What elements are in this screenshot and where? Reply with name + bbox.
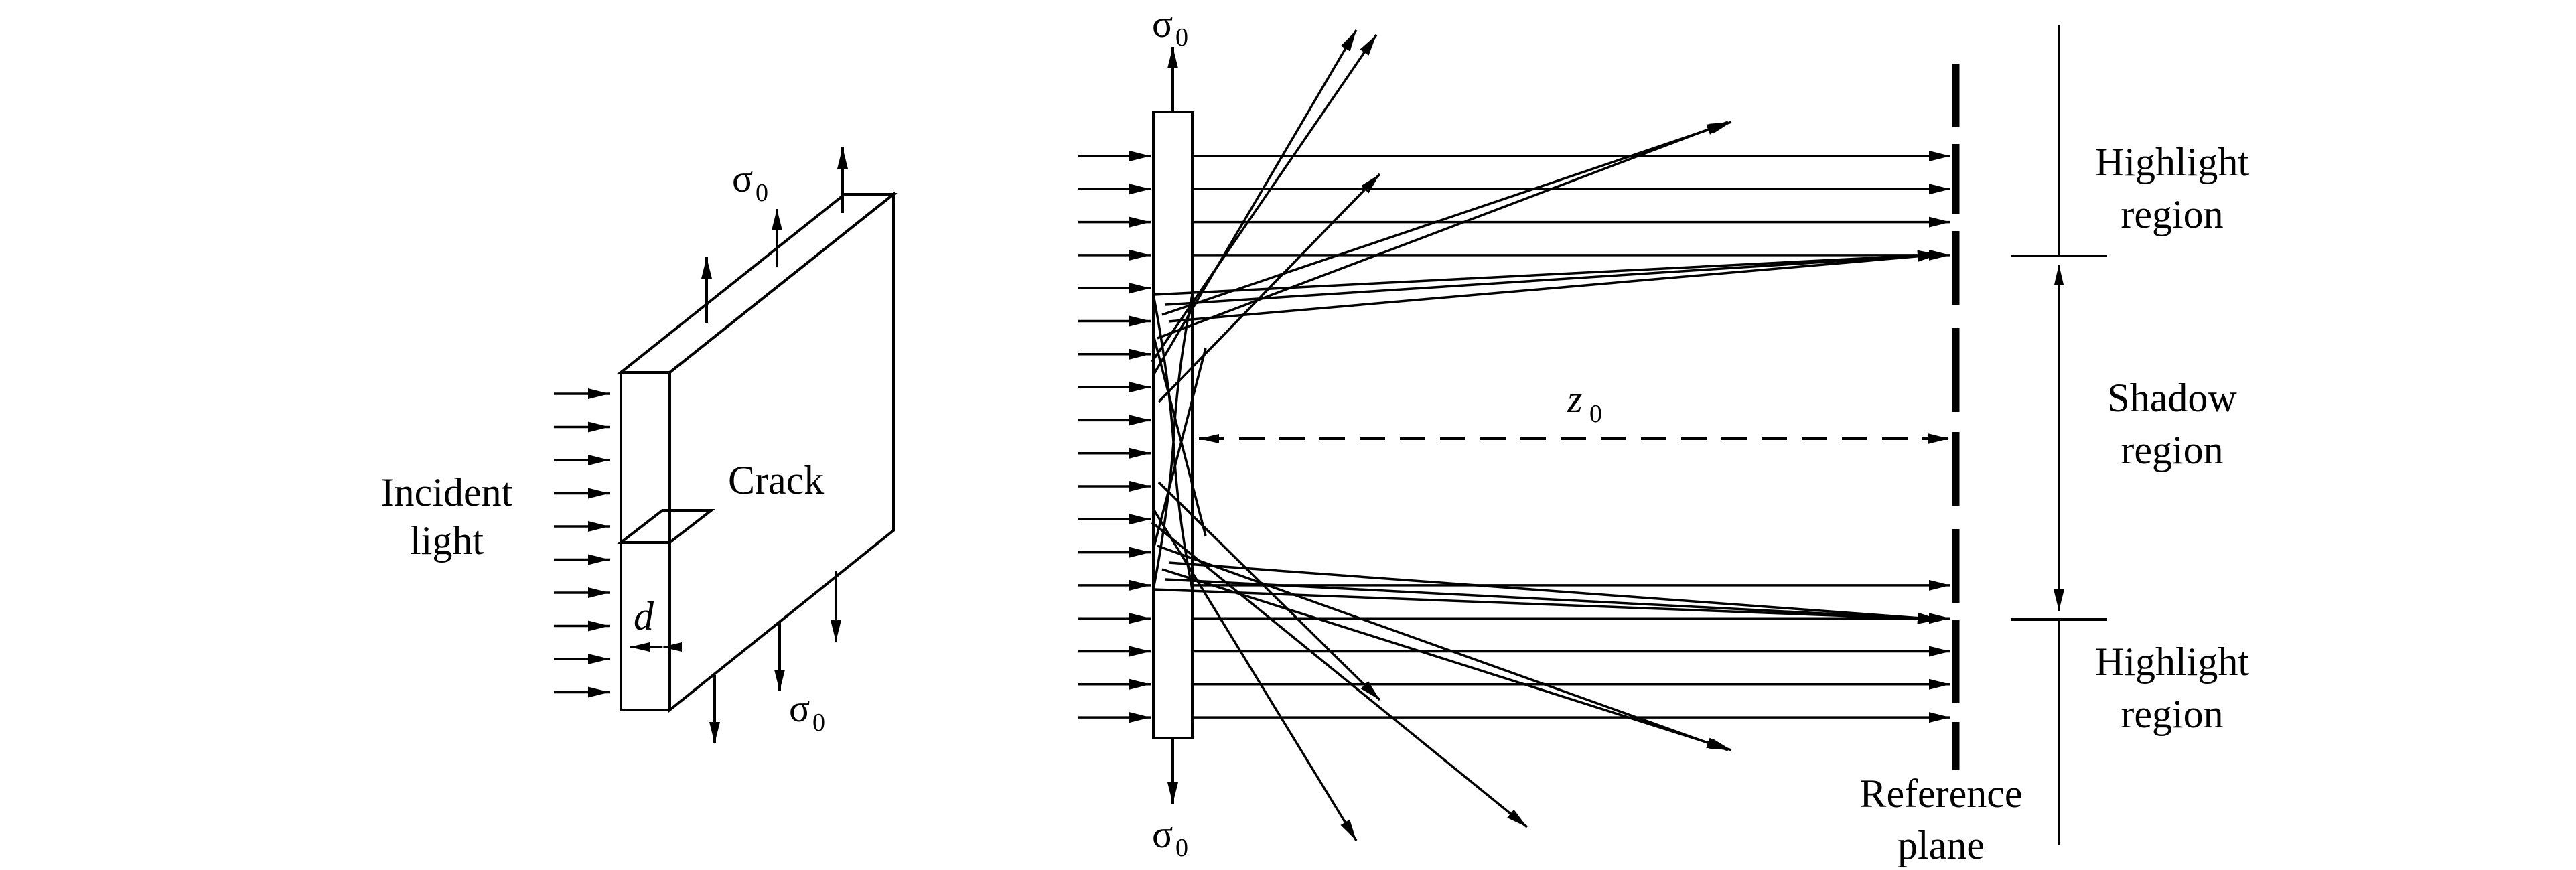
- deflected-ray: [1153, 588, 1940, 624]
- deflected-ray: [1157, 121, 1729, 340]
- distance-symbol: z: [1567, 377, 1583, 421]
- crack-label: Crack: [728, 458, 824, 502]
- caustic-ray-figure: z 0 Highlight region Shadow region Highl…: [1078, 2, 2249, 867]
- deflected-ray: [1151, 34, 1378, 362]
- deflected-ray: [1157, 481, 1381, 701]
- crack-notch: [617, 509, 715, 544]
- stress-symbol: σ: [1152, 812, 1173, 856]
- left-stress-arrows: [701, 147, 848, 743]
- middle-region-label-line1: Shadow: [2107, 376, 2237, 420]
- deflected-ray: [1157, 173, 1381, 403]
- thickness-label: d: [634, 594, 654, 638]
- reference-plane-label-line2: plane: [1898, 823, 1985, 867]
- deflected-ray: [1152, 348, 1207, 550]
- top-region-label-line2: region: [2121, 192, 2223, 236]
- stress-label-top: σ 0: [1152, 2, 1188, 52]
- bottom-region-label-line2: region: [2121, 692, 2223, 736]
- transmitted-rays: [1192, 151, 1950, 723]
- deflected-ray: [1165, 578, 1940, 624]
- stress-symbol: σ: [789, 686, 810, 730]
- stress-subscript: 0: [1175, 23, 1188, 52]
- deflected-ray: [1168, 561, 1940, 624]
- stress-label-bottom: σ 0: [1152, 812, 1188, 862]
- deflected-ray: [1152, 29, 1358, 376]
- stress-label-bottom: σ 0: [789, 686, 825, 737]
- cracked-plate: [617, 191, 898, 713]
- deflected-ray: [1168, 250, 1940, 323]
- incident-light-label-line1: Incident: [381, 470, 513, 514]
- deflected-rays: [1151, 29, 1940, 841]
- top-region-label-line1: Highlight: [2095, 140, 2249, 184]
- region-dimension: [2011, 25, 2107, 845]
- deflected-ray: [1157, 545, 1729, 751]
- stress-subscript: 0: [756, 179, 768, 207]
- plate-side-face: [668, 191, 895, 713]
- cracked-plate-figure: Incident light Crack d σ 0 σ 0: [381, 147, 898, 743]
- deflected-ray: [1161, 121, 1732, 316]
- distance-label: z 0: [1567, 377, 1602, 428]
- stress-subscript: 0: [812, 709, 825, 737]
- incident-light-label-line2: light: [410, 518, 484, 563]
- stress-symbol: σ: [732, 157, 753, 200]
- plate-top-face: [617, 193, 898, 374]
- bottom-region-label-line1: Highlight: [2095, 640, 2249, 684]
- stress-label-top: σ 0: [732, 157, 768, 207]
- incident-ray-arrows: [1078, 151, 1151, 723]
- middle-region-label-line2: region: [2121, 428, 2223, 472]
- stress-symbol: σ: [1152, 2, 1173, 46]
- deflected-ray: [1165, 250, 1940, 306]
- distance-subscript: 0: [1589, 400, 1602, 428]
- specimen-deformation: [1152, 294, 1194, 590]
- deflected-ray: [1161, 568, 1732, 751]
- reference-plane-label-line1: Reference: [1859, 772, 2022, 816]
- deflected-ray: [1152, 334, 1207, 536]
- deflected-ray: [1151, 521, 1528, 828]
- stress-subscript: 0: [1175, 834, 1188, 862]
- incident-light-arrows: [554, 388, 610, 698]
- deflected-ray: [1153, 250, 1940, 296]
